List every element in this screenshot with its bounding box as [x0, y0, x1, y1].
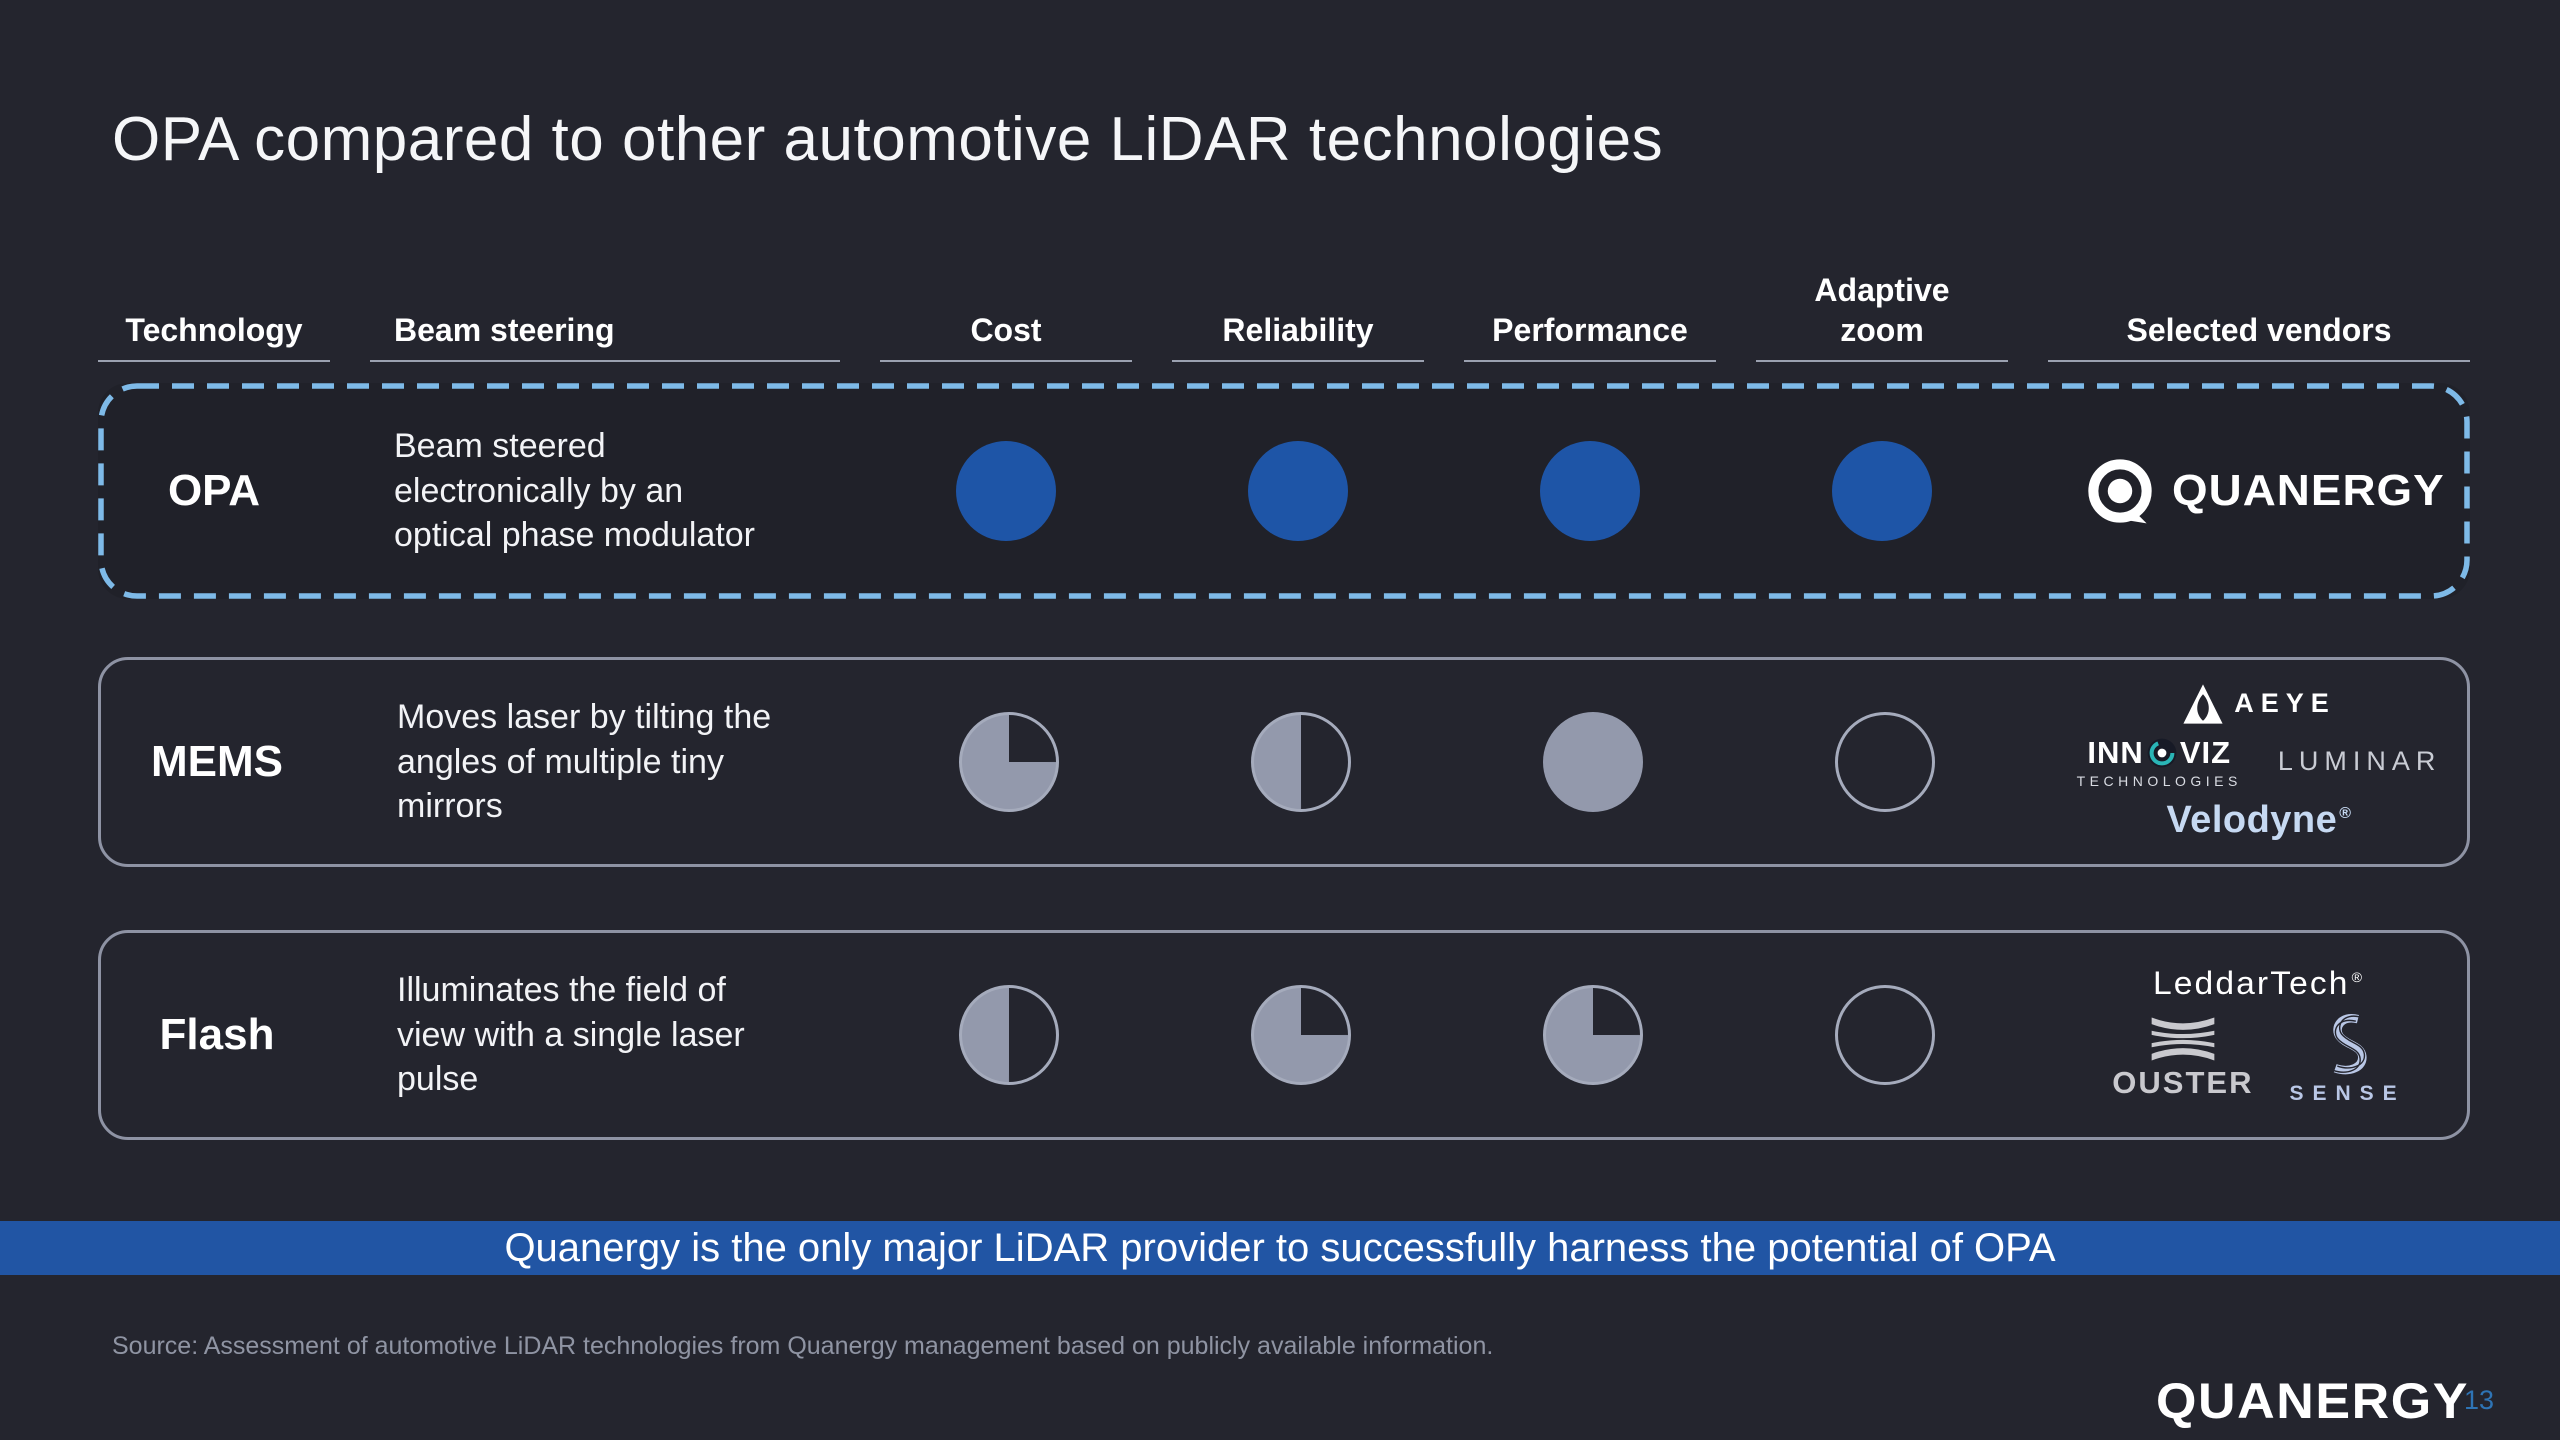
harvey-ball-opa-performance — [1540, 441, 1640, 541]
sense-logo: SENSE — [2289, 1012, 2405, 1106]
tech-description-opa: Beam steered electronically by an optica… — [394, 426, 756, 555]
column-header-reliability: Reliability — [1172, 256, 1424, 362]
column-header-adaptive-zoom: Adaptive zoom — [1756, 256, 2008, 362]
harvey-ball-mems-reliability — [1251, 712, 1351, 812]
tech-label-opa: OPA — [167, 466, 261, 515]
luminar-logo: LUMINAR — [2277, 746, 2442, 776]
leddartech-registered-mark: ® — [2352, 969, 2365, 985]
table-row-opa: OPA Beam steered electronically by an op… — [98, 383, 2470, 599]
ouster-logo: OUSTER — [2112, 1017, 2253, 1101]
velodyne-logo: Velodyne® — [2166, 799, 2351, 842]
leddartech-wordmark: LeddarTech — [2153, 964, 2350, 1001]
velodyne-registered-mark: ® — [2339, 804, 2352, 822]
aeye-icon — [2183, 683, 2223, 724]
harvey-ball-opa-adaptive-zoom — [1832, 441, 1932, 541]
leddartech-logo: LeddarTech® — [2153, 965, 2364, 1002]
tech-label-flash: Flash — [159, 1010, 275, 1059]
vendors-mems: AEYE INN VIZ TECHNOLOGIES LUMINAR — [2051, 683, 2467, 842]
aeye-logo: AEYE — [2182, 683, 2336, 725]
ouster-icon — [2151, 1017, 2215, 1060]
harvey-ball-mems-adaptive-zoom — [1835, 712, 1935, 812]
column-header-performance: Performance — [1464, 256, 1716, 362]
table-row-flash: Flash Illuminates the field of view with… — [98, 930, 2470, 1140]
column-header-selected-vendors: Selected vendors — [2048, 256, 2470, 362]
harvey-ball-flash-performance — [1543, 985, 1643, 1085]
innoviz-wordmark-pre: INN — [2087, 734, 2144, 770]
sense-wordmark: SENSE — [2289, 1081, 2406, 1105]
quanergy-icon — [2088, 459, 2152, 524]
column-header-beam-steering: Beam steering — [370, 256, 840, 362]
innoviz-wordmark-post: VIZ — [2179, 734, 2232, 770]
table-row-mems: MEMS Moves laser by tilting the angles o… — [98, 657, 2470, 867]
tech-description-mems: Moves laser by tilting the angles of mul… — [397, 697, 772, 826]
column-header-technology: Technology — [98, 256, 330, 362]
harvey-ball-flash-reliability — [1251, 985, 1351, 1085]
harvey-ball-flash-adaptive-zoom — [1835, 985, 1935, 1085]
harvey-ball-flash-cost — [959, 985, 1059, 1085]
harvey-ball-mems-performance — [1543, 712, 1643, 812]
sense-icon — [2332, 1013, 2367, 1074]
harvey-ball-mems-cost — [959, 712, 1059, 812]
vendors-opa: QUANERGY — [2048, 455, 2470, 527]
velodyne-wordmark: Velodyne — [2166, 798, 2338, 841]
vendors-flash: LeddarTech® OUSTER — [2051, 965, 2467, 1106]
harvey-ball-opa-reliability — [1248, 441, 1348, 541]
harvey-ball-opa-cost — [956, 441, 1056, 541]
quanergy-logo: QUANERGY — [2084, 455, 2444, 527]
quanergy-wordmark: QUANERGY — [2171, 466, 2445, 515]
ouster-wordmark: OUSTER — [2112, 1064, 2254, 1100]
innoviz-subtitle: TECHNOLOGIES — [2076, 772, 2242, 789]
key-message-text: Quanergy is the only major LiDAR provide… — [504, 1225, 2056, 1270]
page-title: OPA compared to other automotive LiDAR t… — [112, 105, 1664, 174]
table-header-row: Technology Beam steering Cost Reliabilit… — [98, 256, 2470, 362]
tech-description-flash: Illuminates the field of view with a sin… — [397, 970, 745, 1099]
column-header-cost: Cost — [880, 256, 1132, 362]
innoviz-o-icon — [2147, 738, 2177, 767]
page-number: 13 — [2464, 1385, 2495, 1415]
innoviz-logo: INN VIZ TECHNOLOGIES — [2077, 735, 2242, 789]
aeye-wordmark: AEYE — [2234, 688, 2336, 718]
source-note: Source: Assessment of automotive LiDAR t… — [112, 1332, 1494, 1360]
key-message-banner: Quanergy is the only major LiDAR provide… — [0, 1221, 2560, 1275]
footer-quanergy-logo: QUANERGY — [2156, 1373, 2469, 1429]
tech-label-mems: MEMS — [151, 737, 283, 786]
